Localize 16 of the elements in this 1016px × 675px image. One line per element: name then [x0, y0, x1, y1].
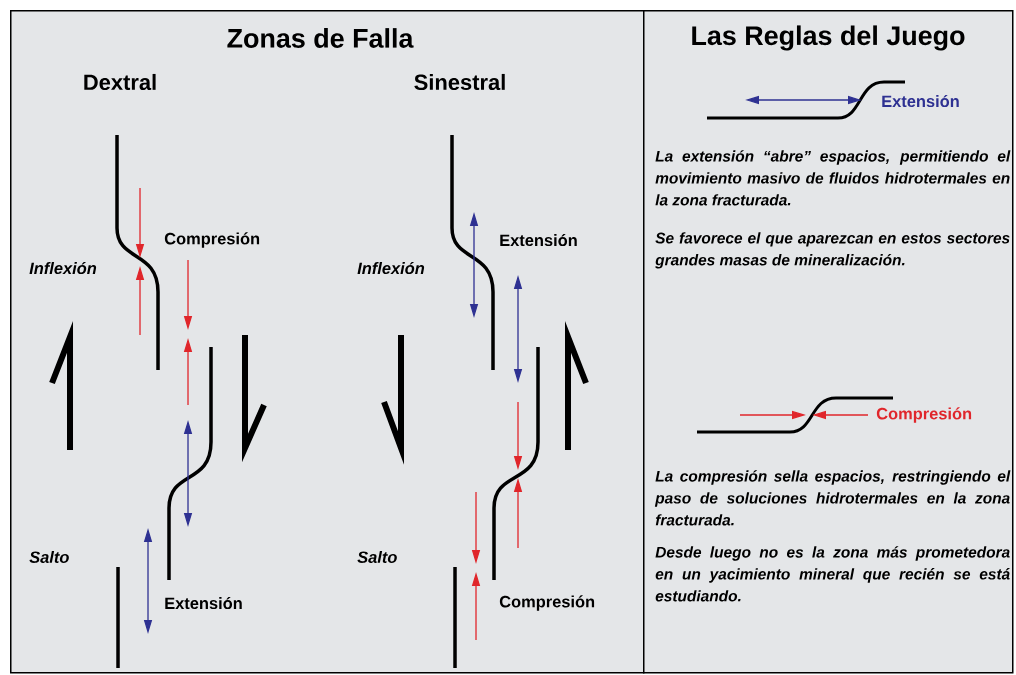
paragraph: Desde luego no es la zona más prometedora en un yacimiento mineral que recién se está estudiando.	[655, 546, 1010, 602]
subheading: Dextral	[84, 73, 156, 91]
zone-label: Salto	[357, 550, 397, 564]
zone-label: Compresión	[499, 595, 595, 611]
paragraph: La compresión sella espacios, restringiendo el paso de soluciones hidrotermales en la zona fracturada.	[654, 470, 1011, 526]
zone-label: Extensión	[882, 94, 959, 108]
paragraph: Se favorece el que aparezcan en estos sectores grandes masas de mineralización.	[655, 232, 1010, 269]
subheading: Sinestral	[414, 73, 505, 91]
zone-label: Compresión	[164, 232, 260, 248]
zone-label: Salto	[29, 550, 69, 564]
zone-label: Inflexión	[29, 261, 97, 275]
zone-label: Compresión	[876, 407, 972, 423]
zone-label: Extensión	[500, 233, 577, 247]
zone-label: Inflexión	[357, 261, 425, 275]
paragraph: La extensión “abre” espacios, permitiendo el movimiento masivo de fluidos hidrotermales en la zona fracturada.	[655, 150, 1011, 206]
zone-label: Extensión	[165, 596, 242, 610]
